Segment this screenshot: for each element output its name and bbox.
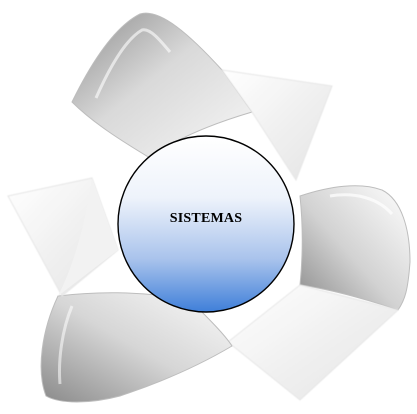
cycle-segment-top [72,13,252,158]
center-label: SISTEMAS [118,150,294,296]
cycle-arrow-left [8,178,118,296]
cycle-arrow-bottom-right [228,285,398,400]
